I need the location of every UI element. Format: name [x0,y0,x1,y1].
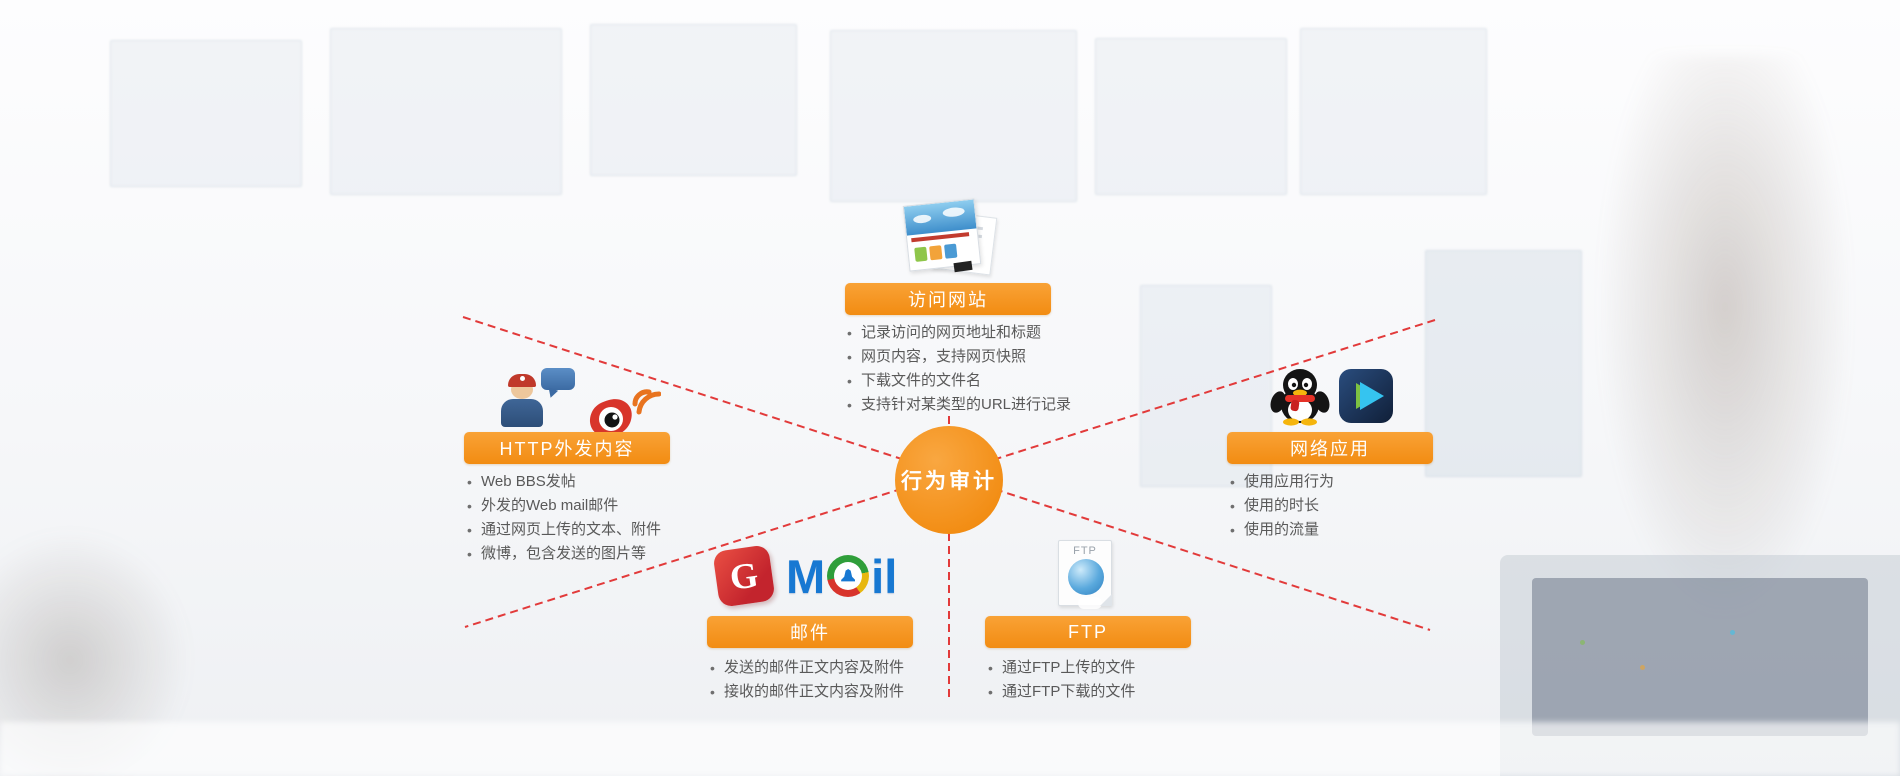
browser-pages-icon [900,198,998,286]
gmail-g-icon: G [712,544,776,608]
bullet-item: 下载文件的文件名 [846,369,1071,393]
bullet-item: Web BBS发帖 [466,470,661,494]
page-thumbnail [944,243,958,259]
qq-pupil [1291,382,1297,388]
qq-icon [1270,369,1330,426]
qq-head [1283,369,1317,401]
qq-pupil [1303,382,1309,388]
user-cap [508,374,536,387]
mail-bell-icon [841,569,856,582]
qq-foot [1283,418,1299,426]
network-apps-button[interactable]: 网络应用 [1227,432,1433,464]
qq-foot [1301,418,1317,426]
bullet-item: 使用应用行为 [1229,470,1334,494]
ftp-bullet-list: 通过FTP上传的文件 通过FTP下载的文件 [987,656,1135,704]
gmail-logo: G M il [712,543,916,609]
page-thumbnail [914,246,928,262]
cloud-shape [942,206,966,218]
http-outgoing-button[interactable]: HTTP外发内容 [464,432,670,464]
ftp-button[interactable]: FTP [985,616,1191,648]
bullet-item: 记录访问的网页地址和标题 [846,321,1071,345]
mail-ring-inner [834,562,863,590]
cloud-shape [912,214,932,224]
mail-button[interactable]: 邮件 [707,616,913,648]
weibo-arc [636,391,661,415]
user-body [501,399,543,427]
http-outgoing-bullet-list: Web BBS发帖 外发的Web mail邮件 通过网页上传的文本、附件 微博，… [466,470,661,566]
weibo-arc [632,389,652,407]
tencent-video-icon [1339,369,1393,423]
visit-website-button[interactable]: 访问网站 [845,283,1051,315]
bullet-item: 使用的时长 [1229,494,1334,518]
ftp-page-fold [1100,594,1112,606]
mail-bullet-list: 发送的邮件正文内容及附件 接收的邮件正文内容及附件 [709,656,904,704]
ftp-globe-icon [1068,559,1104,609]
cap-dot [520,376,525,381]
mail-letter-m: M [786,549,826,603]
bullet-item: 支持针对某类型的URL进行记录 [846,393,1071,417]
speech-bubble-icon [541,368,575,390]
qq-beak [1293,389,1307,397]
bbs-user-icon [497,368,575,432]
page-thumbnail [929,245,943,261]
bullet-item: 通过FTP下载的文件 [987,680,1135,704]
bullet-item: 微博，包含发送的图片等 [466,542,661,566]
mail-wordmark: M il [786,553,897,600]
bullet-item: 使用的流量 [1229,518,1334,542]
ftp-icon-label: FTP [1073,545,1097,557]
video-play-blue [1360,382,1384,410]
page-hero-image [903,199,977,237]
visit-website-bullet-list: 记录访问的网页地址和标题 网页内容，支持网页快照 下载文件的文件名 支持针对某类… [846,321,1071,417]
qq-scarf-tail [1290,399,1300,412]
qq-scarf [1285,395,1315,402]
mail-ring-logo-icon [827,555,870,597]
mail-letters-il: il [871,549,898,603]
weibo-icon [589,389,661,438]
weibo-eye-highlight [612,414,618,420]
bullet-item: 通过网页上传的文本、附件 [466,518,661,542]
network-apps-bullet-list: 使用应用行为 使用的时长 使用的流量 [1229,470,1334,542]
weibo-eye-pupil [604,412,620,428]
ftp-file-icon: FTP [1054,540,1114,609]
bullet-item: 接收的邮件正文内容及附件 [709,680,904,704]
bullet-item: 发送的邮件正文内容及附件 [709,656,904,680]
bullet-item: 通过FTP上传的文件 [987,656,1135,680]
behavior-audit-center-node[interactable]: 行为审计 [895,426,1003,534]
ftp-cloud [1078,597,1102,609]
bullet-item: 外发的Web mail邮件 [466,494,661,518]
bullet-item: 网页内容，支持网页快照 [846,345,1071,369]
ftp-page: FTP [1058,540,1112,609]
speech-bubble-tail [545,387,559,400]
